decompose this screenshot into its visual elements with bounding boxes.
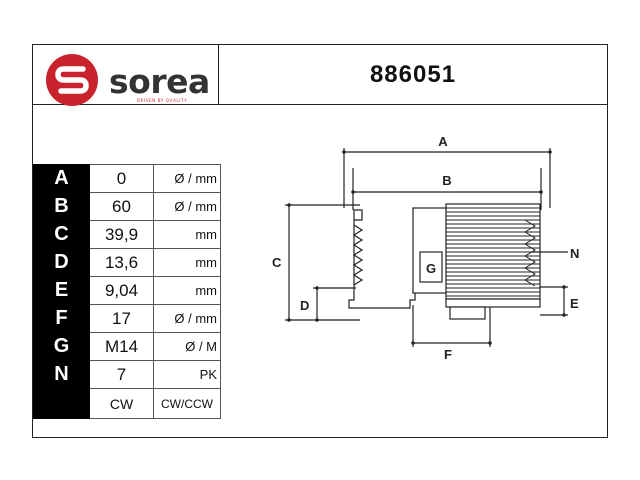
spec-value: 39,9 bbox=[89, 220, 154, 249]
spec-unit: Ø / M bbox=[153, 332, 221, 361]
dim-label-e: E bbox=[570, 296, 579, 311]
spec-key: E bbox=[33, 276, 90, 305]
spec-key: C bbox=[33, 220, 90, 249]
brand-name: sorea bbox=[109, 62, 210, 101]
spec-value: 7 bbox=[89, 360, 154, 389]
spec-value: 9,04 bbox=[89, 276, 154, 305]
dim-label-d: D bbox=[300, 298, 309, 313]
brand-tagline: DRIVEN BY QUALITY bbox=[137, 98, 188, 103]
spec-unit: mm bbox=[153, 220, 221, 249]
spec-row: C 39,9 mm bbox=[33, 220, 221, 249]
spec-unit: Ø / mm bbox=[153, 164, 221, 193]
part-number: 886051 bbox=[219, 45, 607, 105]
spec-unit: mm bbox=[153, 248, 221, 277]
spec-key: G bbox=[33, 332, 90, 361]
datasheet: sorea DRIVEN BY QUALITY 886051 bbox=[32, 44, 608, 438]
spec-table: A 0 Ø / mm B 60 Ø / mm C 39,9 mm D 13,6 … bbox=[33, 164, 221, 419]
spec-value: M14 bbox=[89, 332, 154, 361]
spec-unit: Ø / mm bbox=[153, 304, 221, 333]
spec-unit: Ø / mm bbox=[153, 192, 221, 221]
spec-row: N 7 PK bbox=[33, 360, 221, 389]
spec-value: 17 bbox=[89, 304, 154, 333]
dim-label-n: N bbox=[570, 246, 579, 261]
spec-value: 0 bbox=[89, 164, 154, 193]
dim-label-c: C bbox=[272, 255, 282, 270]
spec-key: B bbox=[33, 192, 90, 221]
spec-row: A 0 Ø / mm bbox=[33, 164, 221, 193]
sorea-logo-icon bbox=[46, 54, 98, 106]
spec-value: 60 bbox=[89, 192, 154, 221]
spec-unit: CW/CCW bbox=[153, 388, 221, 419]
spec-row: CW CW/CCW bbox=[33, 388, 221, 419]
dim-label-b: B bbox=[442, 173, 451, 188]
spec-key: F bbox=[33, 304, 90, 333]
spec-value: CW bbox=[89, 388, 154, 419]
spec-unit: mm bbox=[153, 276, 221, 305]
spec-key: D bbox=[33, 248, 90, 277]
spec-row: D 13,6 mm bbox=[33, 248, 221, 277]
spec-key: A bbox=[33, 164, 90, 193]
pulley-technical-drawing: A B C D E F G N bbox=[272, 134, 579, 362]
spec-key bbox=[33, 388, 90, 419]
logo-cell: sorea DRIVEN BY QUALITY bbox=[33, 45, 219, 106]
spec-row: B 60 Ø / mm bbox=[33, 192, 221, 221]
spec-unit: PK bbox=[153, 360, 221, 389]
dim-label-f: F bbox=[444, 347, 452, 362]
spec-row: F 17 Ø / mm bbox=[33, 304, 221, 333]
spec-key: N bbox=[33, 360, 90, 389]
spec-row: E 9,04 mm bbox=[33, 276, 221, 305]
dim-label-g: G bbox=[426, 261, 436, 276]
spec-row: G M14 Ø / M bbox=[33, 332, 221, 361]
spec-value: 13,6 bbox=[89, 248, 154, 277]
dim-label-a: A bbox=[438, 134, 448, 149]
